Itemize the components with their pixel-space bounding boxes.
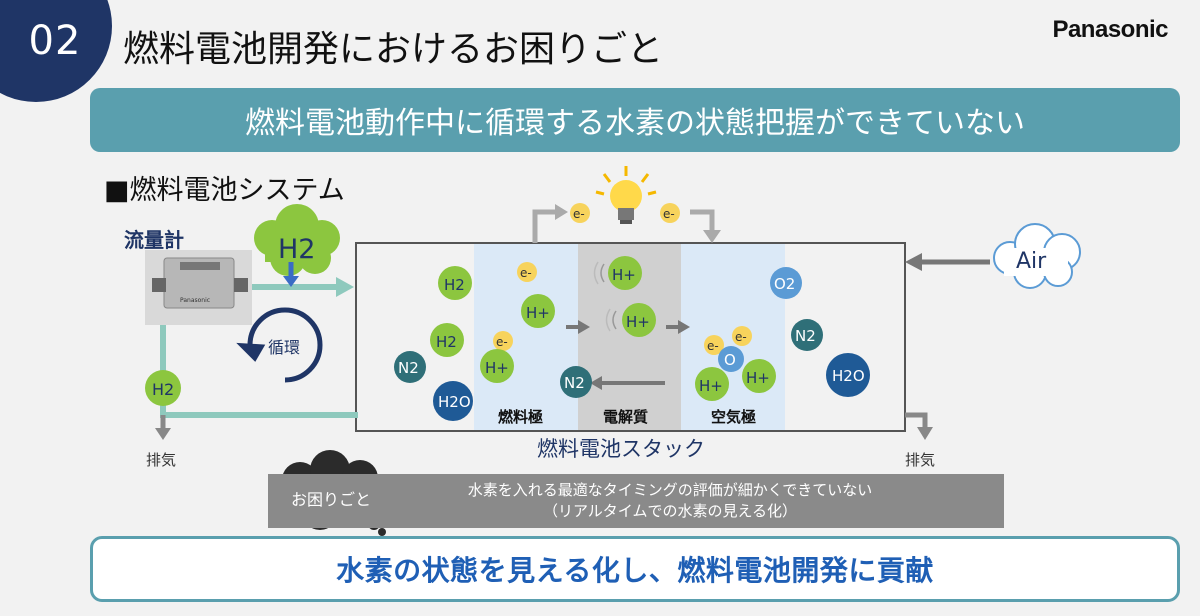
molecule-n2-electrolyte: N2 — [564, 374, 585, 392]
anode-label: 燃料極 — [498, 408, 543, 426]
svg-text:e-: e- — [663, 207, 675, 221]
molecule-h2-1: H2 — [444, 276, 465, 294]
svg-text:Panasonic: Panasonic — [180, 297, 210, 304]
air-cloud-label: Air — [1016, 249, 1047, 274]
issue-line-2: （リアルタイムでの水素の見える化） — [542, 502, 798, 520]
light-bulb-icon — [595, 166, 657, 224]
hplus-cathode-2: H+ — [746, 369, 770, 387]
electrolyte-label: 電解質 — [603, 408, 648, 426]
hplus-anode-1: H+ — [526, 304, 550, 322]
hplus-cathode-1: H+ — [699, 377, 723, 395]
svg-text:H2: H2 — [152, 380, 174, 399]
issue-label: お困りごと — [290, 490, 371, 509]
conclusion-text: 水素の状態を見える化し、燃料電池開発に貢献 — [336, 554, 934, 587]
molecule-h2-2: H2 — [436, 333, 457, 351]
electron-anode-2: e- — [496, 335, 508, 349]
exhaust-left-label: 排気 — [146, 451, 176, 469]
oxygen-atom: O — [724, 351, 736, 369]
svg-text:e-: e- — [573, 207, 585, 221]
recirculation-label: 循環 — [268, 338, 300, 357]
supply-arrow — [336, 277, 354, 297]
hplus-anode-2: H+ — [485, 359, 509, 377]
air-cloud-icon — [993, 223, 1081, 289]
molecule-o2: O2 — [774, 275, 795, 293]
problem-banner: 燃料電池動作中に循環する水素の状態把握ができていない — [90, 88, 1180, 152]
exhaust-right-label: 排気 — [905, 451, 935, 469]
electron-cathode-2: e- — [735, 330, 747, 344]
recirculation-icon — [247, 307, 323, 383]
conclusion-box: 水素の状態を見える化し、燃料電池開発に貢献 — [90, 536, 1180, 602]
hplus-electrolyte-1: H+ — [612, 266, 636, 284]
issue-bar — [268, 474, 1004, 528]
electron-cathode-1: e- — [707, 339, 719, 353]
h2-loop-molecule — [145, 370, 181, 406]
section-number: 02 — [28, 18, 82, 64]
hplus-electrolyte-2: H+ — [626, 313, 650, 331]
page-title: 燃料電池開発におけるお困りごと — [123, 29, 664, 70]
h2-cloud-icon — [254, 204, 340, 276]
recirculation-pipe — [160, 325, 358, 418]
electron-anode-1: e- — [520, 266, 532, 280]
molecule-h2o-anode: H2O — [438, 393, 471, 411]
flowmeter-label: 流量計 — [124, 228, 184, 252]
h2-cloud-label: H2 — [278, 234, 315, 265]
brand-logo: Panasonic — [1052, 16, 1168, 43]
molecule-n2-cathode: N2 — [795, 327, 816, 345]
issue-line-1: 水素を入れる最適なタイミングの評価が細かくできていない — [467, 481, 873, 499]
stack-label: 燃料電池スタック — [537, 437, 705, 461]
molecule-h2o-cathode: H2O — [832, 367, 865, 385]
electron-top-left — [570, 203, 590, 223]
issue-text: 水素を入れる最適なタイミングの評価が細かくできていない （リアルタイムでの水素の… — [390, 480, 950, 522]
cathode-label: 空気極 — [711, 408, 756, 426]
fuel-cell-stack — [355, 242, 906, 432]
section-title: ■燃料電池システム — [104, 175, 345, 206]
electron-top-right — [660, 203, 680, 223]
molecule-n2-anode: N2 — [398, 359, 419, 377]
